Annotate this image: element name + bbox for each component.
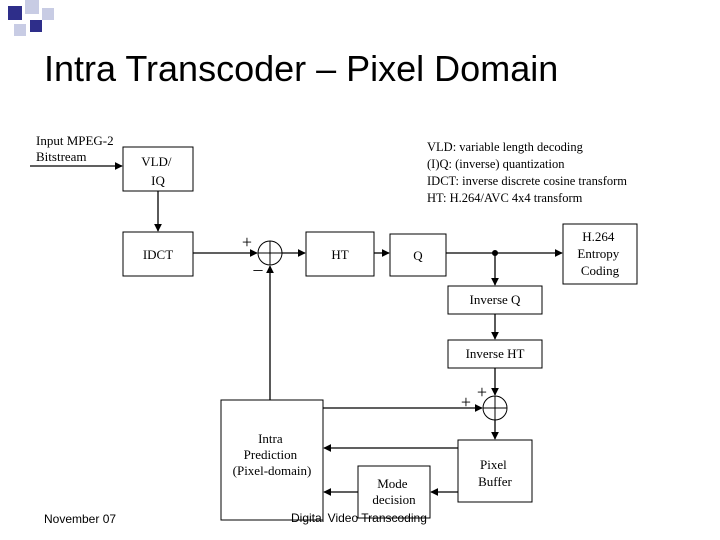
footer-title: Digital Video Transcoding xyxy=(291,511,427,525)
connections xyxy=(154,191,563,496)
sum2-plus-left-sign: + xyxy=(461,392,471,412)
logo-square xyxy=(8,6,22,20)
legend-line: (I)Q: (inverse) quantization xyxy=(427,157,565,171)
intra-prediction-label: Intra Prediction (Pixel-domain) xyxy=(233,431,312,478)
input-label: Input MPEG-2 Bitstream xyxy=(36,133,117,164)
mode-decision-box xyxy=(357,465,431,519)
q-box xyxy=(389,233,447,277)
pixel-buffer-label: Pixel Buffer xyxy=(478,457,512,489)
branch-point xyxy=(492,250,498,256)
legend-line: HT: H.264/AVC 4x4 transform xyxy=(427,191,583,205)
legend-line: IDCT: inverse discrete cosine transform xyxy=(427,174,627,188)
sum-junction-1 xyxy=(257,240,283,266)
sum1-plus-sign: + xyxy=(242,232,252,252)
logo-square xyxy=(25,0,39,14)
footer-date: November 07 xyxy=(44,512,117,526)
slide-title: Intra Transcoder – Pixel Domain xyxy=(44,48,559,89)
sum2-plus-top-sign: + xyxy=(477,382,487,402)
legend-line: VLD: variable length decoding xyxy=(427,140,584,154)
logo-square xyxy=(42,8,54,20)
entropy-label: H.264 Entropy Coding xyxy=(577,229,622,278)
inverse-ht-label: Inverse HT xyxy=(466,346,525,361)
ht-box xyxy=(305,231,375,277)
q-label: Q xyxy=(413,248,423,263)
inverse-q-box xyxy=(447,285,543,315)
pixel-buffer-box xyxy=(457,439,533,503)
idct-label: IDCT xyxy=(143,247,173,262)
entropy-box xyxy=(562,223,638,285)
ht-label: HT xyxy=(331,247,348,262)
sum1-minus-sign: – xyxy=(253,259,264,279)
inverse-q-label: Inverse Q xyxy=(470,292,522,307)
corner-logo xyxy=(8,0,54,36)
vld-iq-label: VLD/ IQ xyxy=(141,154,175,188)
legend: VLD: variable length decoding (I)Q: (inv… xyxy=(427,140,630,205)
sum-junction-2 xyxy=(482,395,508,421)
logo-square xyxy=(14,24,26,36)
intra-prediction-box xyxy=(220,399,324,521)
logo-square xyxy=(30,20,42,32)
mode-decision-label: Mode decision xyxy=(372,476,416,507)
idct-box xyxy=(122,231,194,277)
